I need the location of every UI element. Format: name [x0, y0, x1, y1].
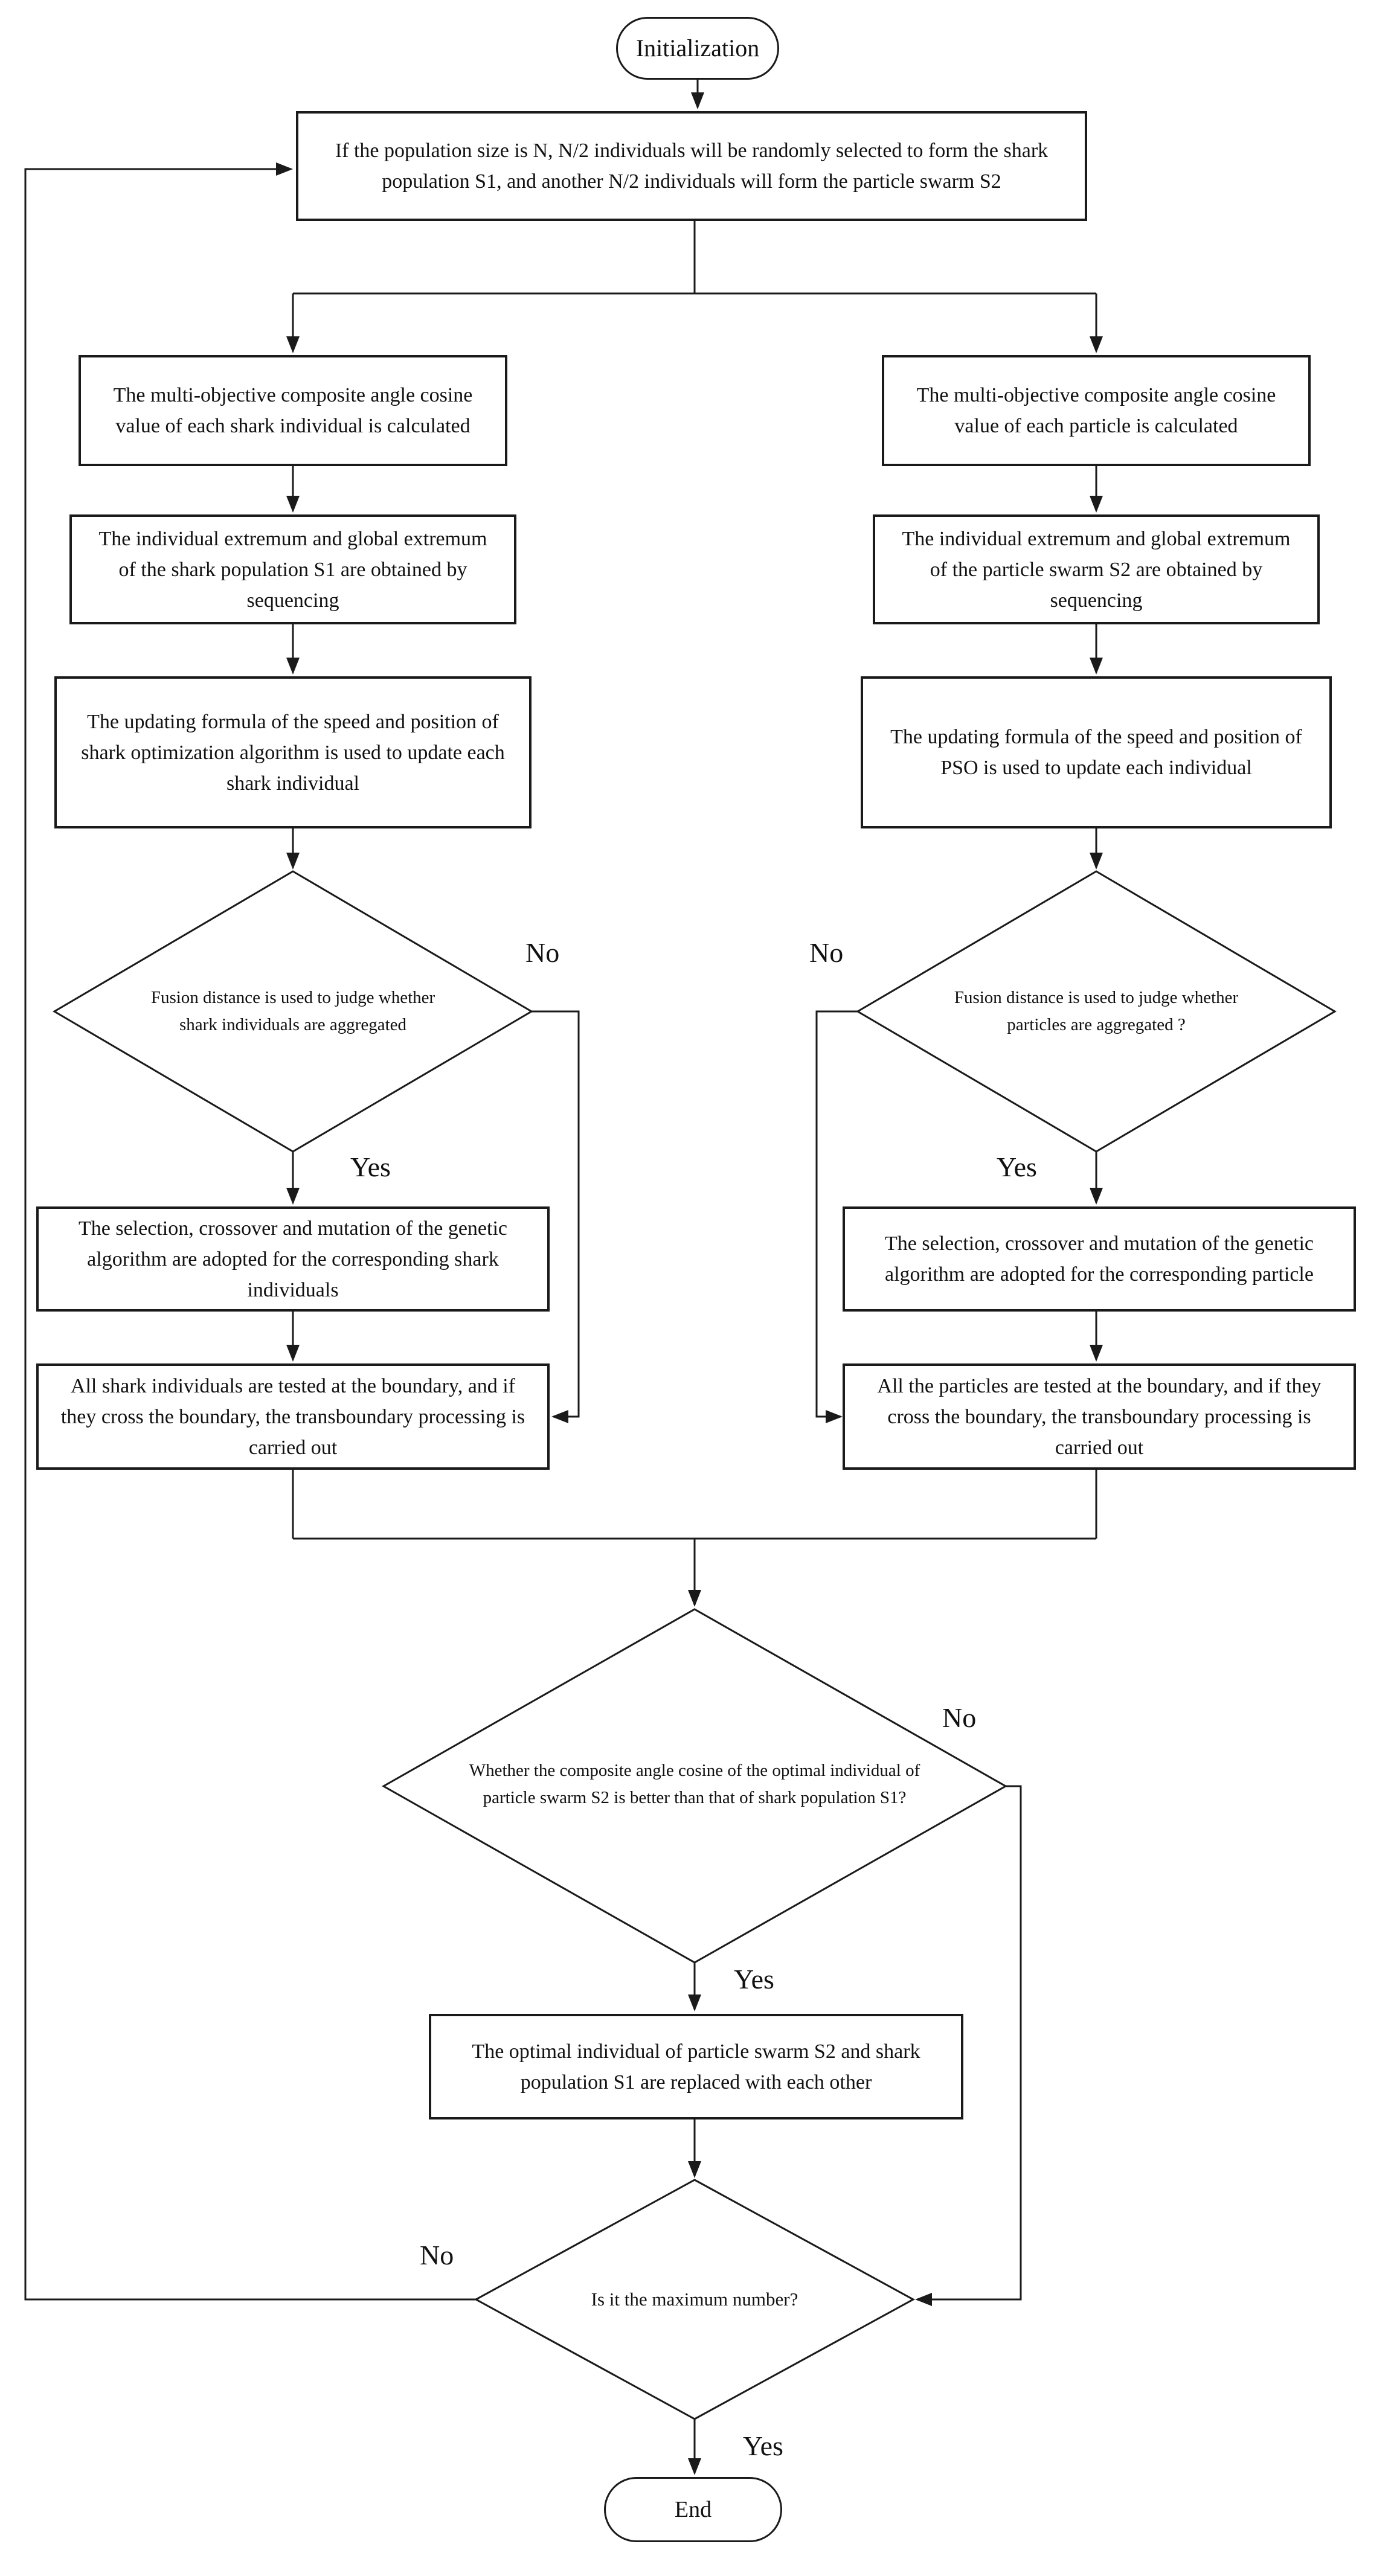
shark-fusion-decision: Fusion distance is used to judge whether… — [150, 988, 435, 1034]
particle-extremum-box: The individual extremum and global extre… — [873, 514, 1320, 624]
end-terminal: End — [604, 2477, 782, 2542]
init-population-box: If the population size is N, N/2 individ… — [296, 111, 1087, 221]
max-iteration-decision: Is it the maximum number? — [591, 2288, 798, 2310]
maxiter-no-label: No — [420, 2240, 454, 2270]
shark-fusion-diamond-shape — [53, 870, 533, 1153]
maxiter-yes-label: Yes — [743, 2430, 783, 2461]
particle-cosine-box: The multi-objective composite angle cosi… — [882, 355, 1311, 466]
shark-update-box: The updating formula of the speed and po… — [54, 676, 532, 828]
particle-fusion-decision: Fusion distance is used to judge whether… — [954, 988, 1239, 1034]
compare-decision: Whether the composite angle cosine of th… — [469, 1761, 920, 1807]
particle-update-box: The updating formula of the speed and po… — [861, 676, 1332, 828]
start-terminal: Initialization — [616, 17, 779, 80]
path-shark-no-bypass — [532, 1010, 580, 1423]
particle-boundary-box: All the particles are tested at the boun… — [843, 1363, 1356, 1470]
shark-extremum-box: The individual extremum and global extre… — [69, 514, 516, 624]
compare-yes-label: Yes — [734, 1964, 774, 1994]
compare-no-label: No — [942, 1702, 977, 1733]
particle-genetic-box: The selection, crossover and mutation of… — [843, 1206, 1356, 1312]
particle-no-label: No — [809, 937, 844, 968]
shark-yes-label: Yes — [350, 1152, 391, 1182]
path-compare-no — [915, 1785, 1022, 2306]
shark-no-label: No — [525, 937, 560, 968]
shark-boundary-box: All shark individuals are tested at the … — [36, 1363, 550, 1470]
replace-box: The optimal individual of particle swarm… — [429, 2014, 963, 2119]
compare-diamond-shape — [381, 1608, 1008, 1964]
particle-fusion-diamond-shape — [856, 870, 1337, 1153]
max-iteration-diamond-shape — [474, 2179, 916, 2420]
shark-genetic-box: The selection, crossover and mutation of… — [36, 1206, 550, 1312]
particle-yes-label: Yes — [997, 1152, 1037, 1182]
path-particle-no-bypass — [815, 1010, 858, 1423]
path-maxiter-no-loop — [24, 162, 476, 2301]
shark-cosine-box: The multi-objective composite angle cosi… — [79, 355, 507, 466]
